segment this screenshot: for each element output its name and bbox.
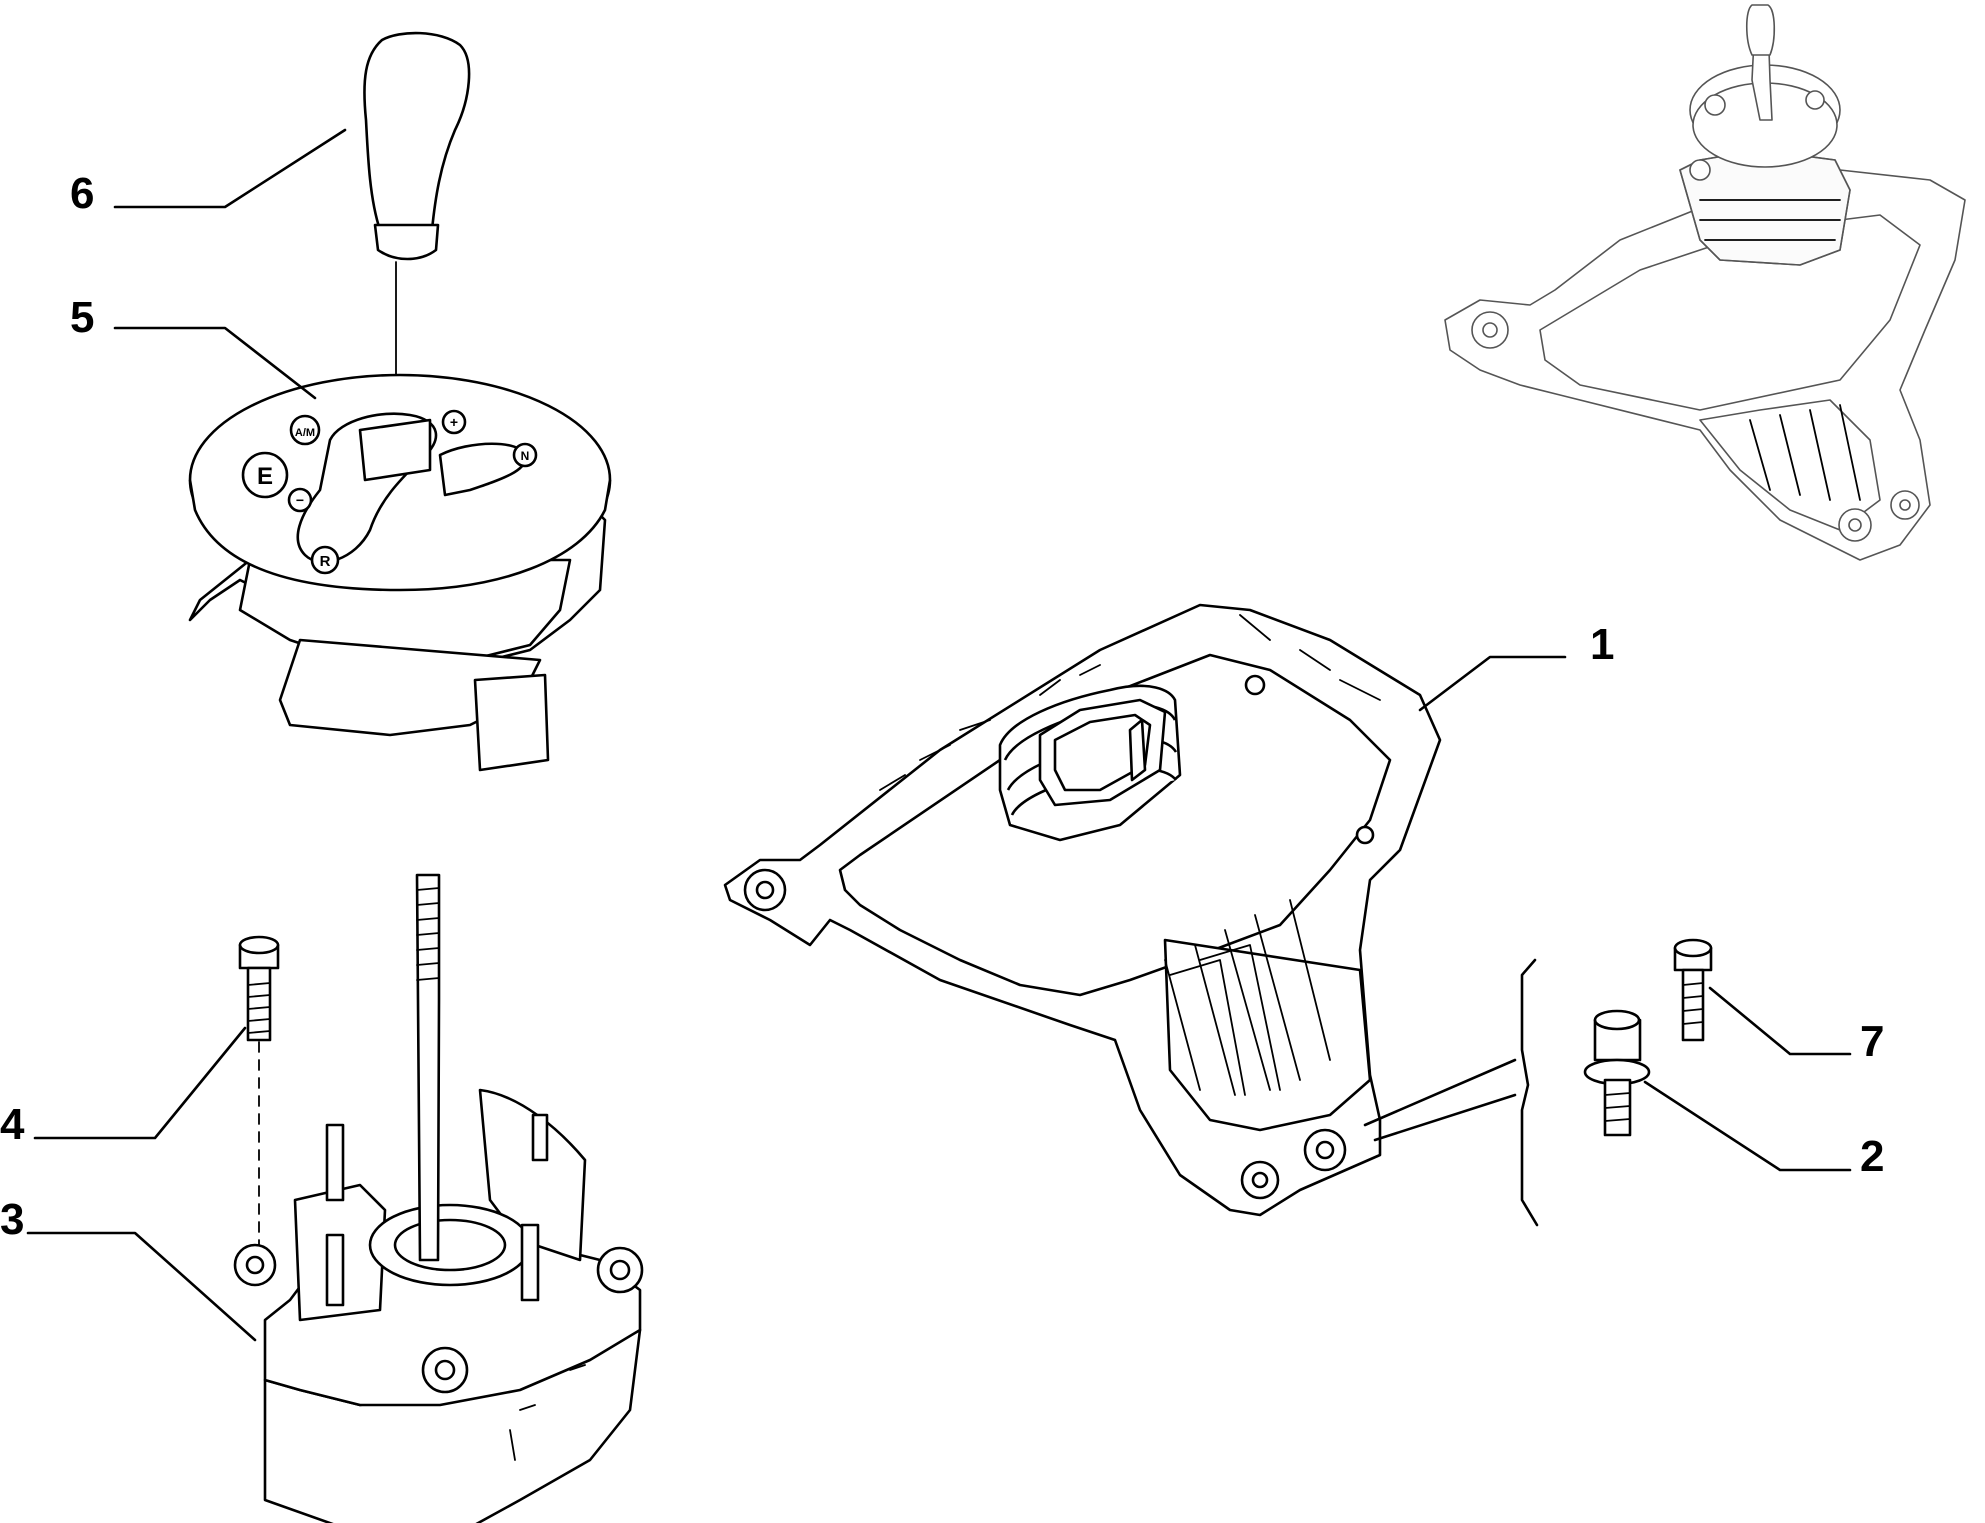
marking-am: A/M [295, 427, 315, 439]
leader-5 [113, 326, 317, 400]
callout-4: 4 [0, 1100, 25, 1149]
part-4-bolt [238, 935, 280, 1042]
leader-2-to-housing [1363, 1058, 1517, 1127]
part-3-shift-base [233, 873, 644, 1523]
part-5-selector-gate [188, 373, 612, 772]
callout-2: 2 [1860, 1132, 1885, 1181]
leader-2-to-housing-b [1373, 1093, 1517, 1142]
callout-6: 6 [70, 169, 95, 218]
part-1-shift-housing [723, 603, 1442, 1217]
leader-6 [113, 128, 347, 209]
callout-3: 3 [0, 1195, 25, 1244]
leader-1 [1418, 655, 1567, 712]
leader-lines [26, 128, 1852, 1342]
leader-2 [1643, 1080, 1852, 1172]
assembled-view [1444, 4, 1966, 561]
callout-7: 7 [1860, 1017, 1885, 1066]
leader-4 [33, 1026, 247, 1140]
part-2-flange-bolt [1583, 1009, 1651, 1137]
marking-e: E [257, 463, 273, 490]
part-7-bolt [1673, 938, 1713, 1042]
fastener-group-bracket [1520, 958, 1539, 1227]
marking-r: R [320, 553, 331, 570]
marking-n: N [521, 449, 530, 463]
marking-plus: + [450, 414, 458, 430]
callout-5: 5 [70, 293, 95, 342]
marking-minus: − [296, 492, 304, 508]
leader-3 [26, 1231, 257, 1342]
callout-1: 1 [1590, 620, 1615, 669]
part-6-gear-knob [363, 31, 471, 261]
leader-7 [1708, 986, 1852, 1056]
